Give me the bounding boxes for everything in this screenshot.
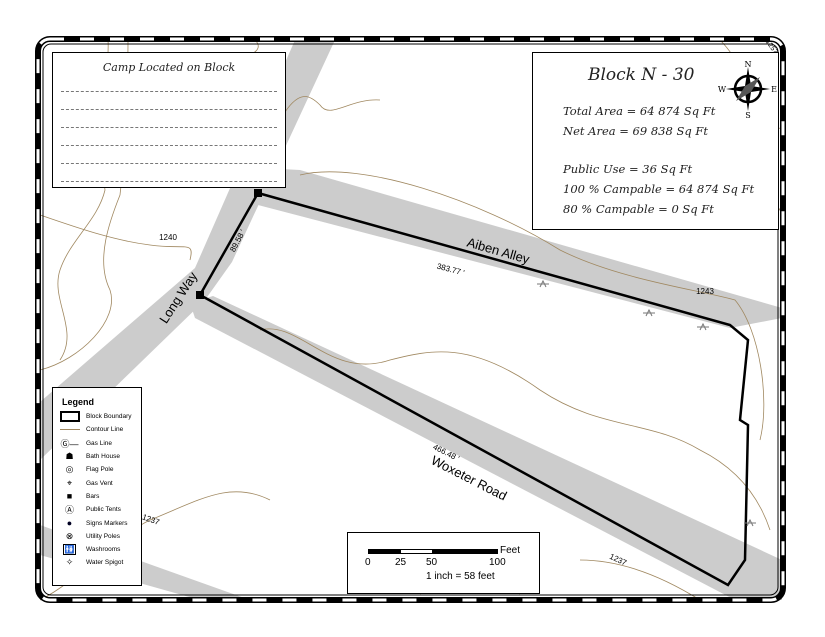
scale-tick: 100 [489,557,506,568]
compass-n: N [745,60,752,69]
total-area: Total Area = 64 874 Sq Ft [563,104,716,118]
legend-item: ⌖ Gas Vent [53,476,141,489]
camp-located-box: Camp Located on Block [52,52,286,188]
legend-item: Contour Line [53,423,141,436]
legend-label: Gas Line [86,439,113,447]
legend-item: ● Signs Markers [53,516,141,529]
public-use: Public Use = 36 Sq Ft [563,162,693,176]
scale-tick: 25 [395,557,407,568]
washrooms-icon: 🚻 [62,544,77,556]
campable-80: 80 % Campable = 0 Sq Ft [563,202,714,216]
block-boundary-icon [53,411,86,423]
legend-item: ☗ Bath House [53,450,141,463]
utility-poles-icon: ⊗ [65,530,74,541]
compass-w: W [718,85,727,94]
blank-line [61,146,277,164]
net-area: Net Area = 69 838 Sq Ft [563,124,708,138]
gas-line-icon: Ⓖ— [60,438,79,449]
dimension-label: 383.77 ' [436,262,466,278]
contour-label: 1237 [608,552,628,568]
legend-label: Public Tents [86,506,121,514]
bars-marker [254,189,262,197]
legend-label: Bars [86,492,100,500]
bars-icon: ■ [66,491,73,502]
bath-house-icon: ☗ [65,451,74,462]
scale-unit: Feet [500,545,521,556]
legend-label: Gas Vent [86,479,113,487]
scale-tick: 50 [426,557,438,568]
legend-title: Legend [62,397,95,407]
public-tent-markers [537,279,756,527]
blank-line [61,164,277,182]
block-info-box: Block N - 30 N S E W Total Area = 64 874… [532,52,779,230]
contour-label: 1240 [159,233,177,242]
blank-line [61,128,277,146]
compass-e: E [771,85,777,94]
contour-label: 1243 [696,287,714,296]
legend-label: Water Spigot [86,559,124,567]
scale-bar-box: Feet 0 25 50 100 1 inch = 58 feet [347,532,540,594]
legend: Legend Block Boundary Contour Line Ⓖ— Gas… [52,387,142,586]
flag-pole-icon: ◎ [65,464,74,475]
legend-item: Ⓐ Public Tents [53,503,141,516]
legend-label: Bath House [86,453,120,461]
compass-rose-icon: N S E W [718,60,777,119]
blank-line [61,110,277,128]
water-spigot-icon: ✧ [65,557,74,568]
legend-item: ◎ Flag Pole [53,463,141,476]
scale-ratio: 1 inch = 58 feet [426,571,495,582]
contour-label: 1237 [141,512,161,527]
bars-marker [196,291,204,299]
legend-label: Contour Line [86,426,124,434]
campable-100: 100 % Campable = 64 874 Sq Ft [563,182,755,196]
legend-label: Flag Pole [86,466,114,474]
scale-tick: 0 [365,557,371,568]
scale-bar [368,549,498,554]
signs-markers-icon: ● [66,518,73,529]
contour-line-icon [53,429,86,431]
gas-vent-icon: ⌖ [66,477,73,488]
legend-label: Signs Markers [86,519,128,527]
legend-label: Washrooms [86,546,121,554]
road-aiben-alley [258,168,782,328]
blank-line [61,92,277,110]
legend-item: ✧ Water Spigot [53,556,141,569]
blank-line [61,74,277,92]
block-boundary[interactable] [198,191,750,587]
legend-label: Block Boundary [86,413,132,421]
legend-item: Ⓖ— Gas Line [53,437,141,450]
legend-item: Block Boundary [53,410,141,423]
compass-s: S [745,111,750,119]
legend-item: ■ Bars [53,490,141,503]
public-tents-icon: Ⓐ [64,505,74,516]
legend-item: ⊗ Utility Poles [53,530,141,543]
block-title: Block N - 30 [588,65,695,85]
legend-label: Utility Poles [86,532,120,540]
legend-item: 🚻 Washrooms [53,543,141,556]
camp-box-title: Camp Located on Block [102,61,236,74]
